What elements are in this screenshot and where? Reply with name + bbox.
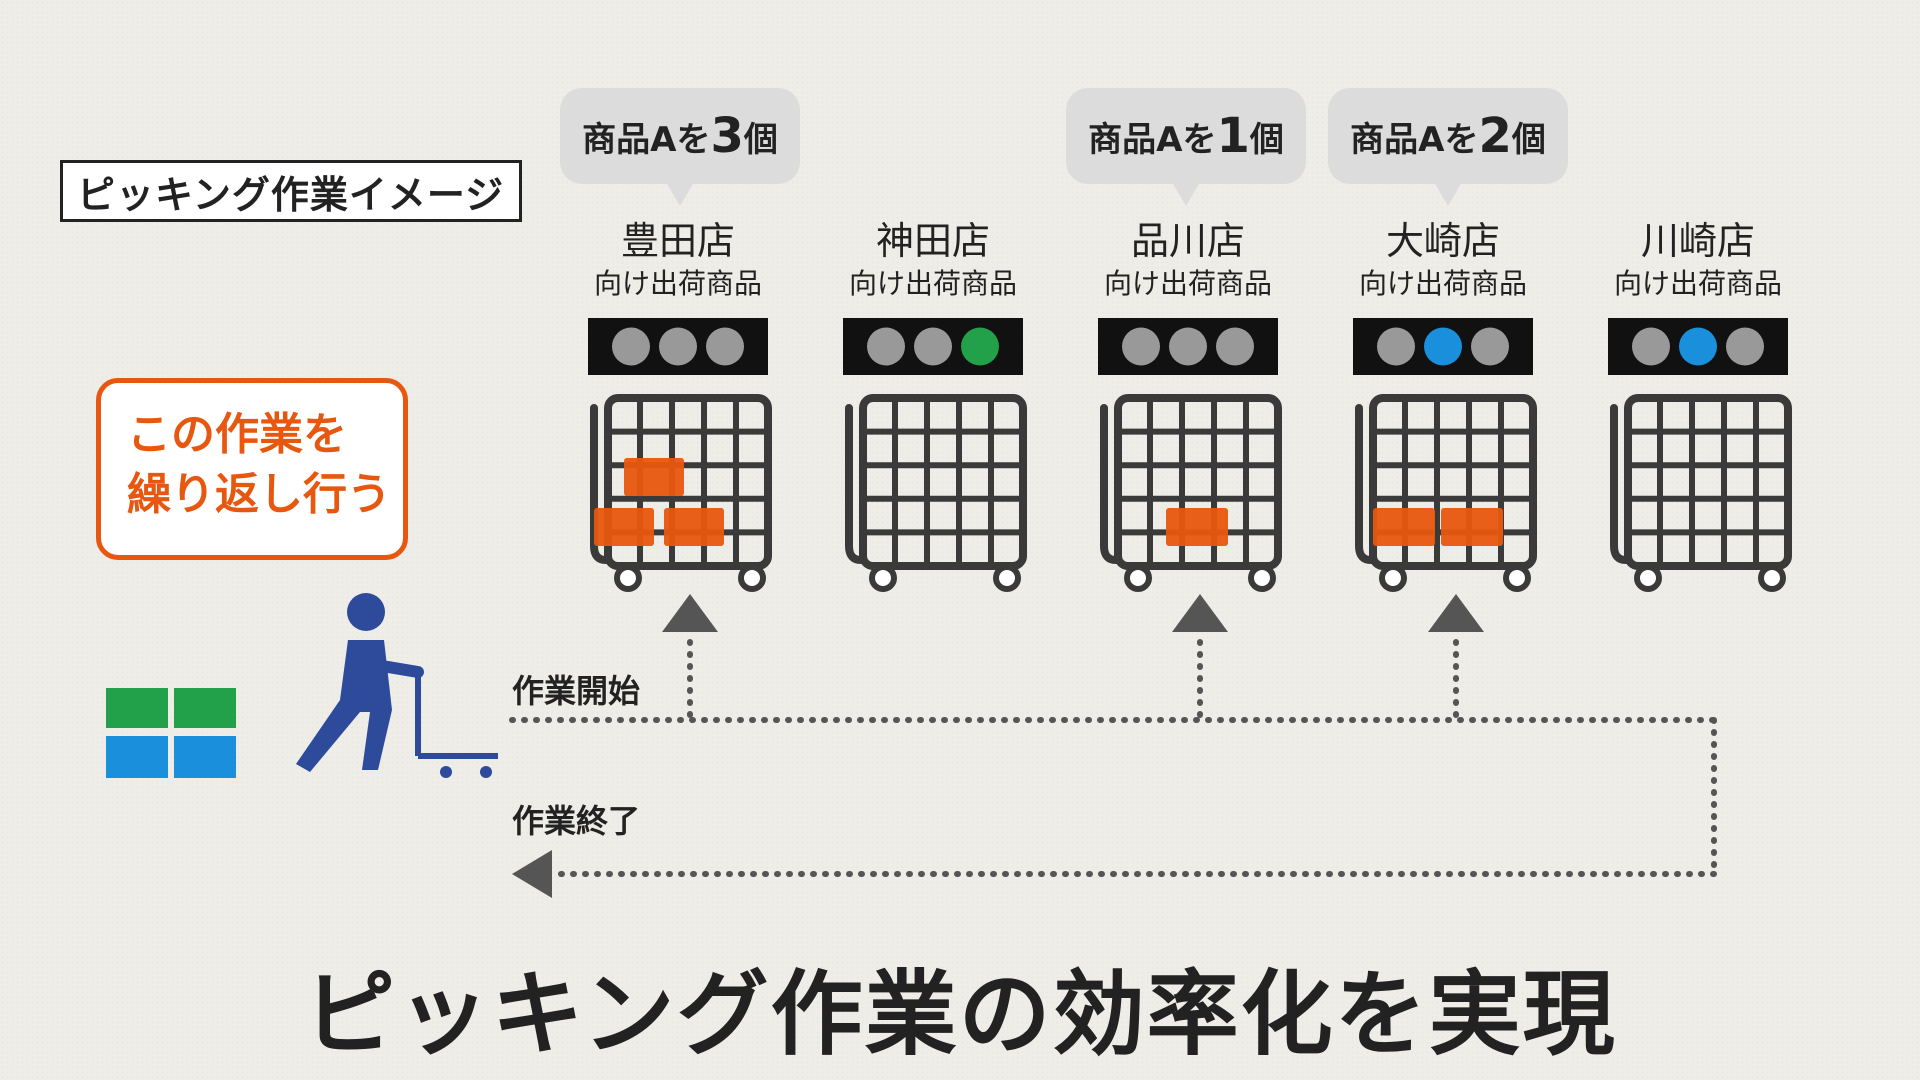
diagram-label: ピッキング作業イメージ (60, 160, 522, 222)
up-arrow-toyoda (662, 594, 718, 632)
indicator-light (1632, 327, 1670, 366)
stock-box-blue (106, 736, 168, 778)
indicator-light (612, 327, 650, 366)
product-box (594, 508, 654, 546)
cart-frame (1624, 394, 1792, 570)
indicator-light (1424, 327, 1462, 366)
bubble-prefix: 商品Aを (1088, 119, 1217, 160)
store-name: 大崎店 (1385, 219, 1500, 263)
store-name: 神田店 (875, 219, 990, 263)
store-subtitle: 向け出荷商品 (593, 267, 762, 300)
cart-wheel (1124, 564, 1152, 592)
bubble-quantity: 1 (1216, 108, 1250, 164)
cart-kanda (843, 318, 1027, 592)
repeat-note-line1: この作業を (127, 409, 347, 460)
product-box (664, 508, 724, 546)
indicator-light (1169, 327, 1207, 366)
store-subtitle: 向け出荷商品 (1103, 267, 1272, 300)
product-box (624, 458, 684, 496)
stock-box-green (174, 688, 236, 728)
indicator-light (914, 327, 952, 366)
carts-group (588, 318, 1792, 592)
store-name: 川崎店 (1640, 219, 1755, 263)
cart-wheel (1248, 564, 1276, 592)
flow-end-label: 作業終了 (512, 802, 641, 840)
bubble-quantity: 2 (1478, 108, 1512, 164)
store-name: 品川店 (1130, 219, 1245, 263)
bubble-suffix: 個 (1511, 119, 1546, 160)
store-toyoda: 豊田店 向け出荷商品 (563, 218, 793, 304)
bubble-suffix: 個 (743, 119, 778, 160)
bubble-prefix: 商品Aを (582, 119, 711, 160)
cart-wheel (614, 564, 642, 592)
bubble-suffix: 個 (1249, 119, 1284, 160)
cart-kawasaki (1608, 318, 1792, 592)
store-name: 豊田店 (620, 219, 735, 263)
cart-osaki (1353, 318, 1537, 592)
cart-wheel (993, 564, 1021, 592)
stock-box-green (106, 688, 168, 728)
indicator-light (1377, 327, 1415, 366)
flow-start-label: 作業開始 (512, 672, 641, 710)
store-subtitle: 向け出荷商品 (1613, 267, 1782, 300)
up-arrow-shinagawa (1172, 594, 1228, 632)
cart-shinagawa (1098, 318, 1282, 592)
stock-box-blue (174, 736, 236, 778)
product-box (1373, 508, 1435, 546)
indicator-light (867, 327, 905, 366)
indicator-light (659, 327, 697, 366)
cart-handle (1610, 404, 1630, 564)
product-box (1166, 508, 1228, 546)
bubble-quantity: 3 (710, 108, 744, 164)
product-box (1441, 508, 1503, 546)
indicator-light (1726, 327, 1764, 366)
store-osaki: 大崎店 向け出荷商品 (1328, 218, 1558, 304)
repeat-note: この作業を 繰り返し行う (96, 378, 408, 560)
store-kawasaki: 川崎店 向け出荷商品 (1583, 218, 1813, 304)
indicator-light (961, 327, 999, 366)
repeat-note-line2: 繰り返し行う (127, 469, 391, 520)
return-arrow (512, 850, 552, 898)
cart-handle (1100, 404, 1120, 564)
cart-wheel (1379, 564, 1407, 592)
cart-toyoda (588, 318, 772, 592)
cart-frame (604, 394, 772, 570)
cart-frame (1114, 394, 1282, 570)
indicator-light (706, 327, 744, 366)
headline: ピッキング作業の効率化を実現 (303, 961, 1617, 1068)
store-kanda: 神田店 向け出荷商品 (818, 218, 1048, 304)
store-subtitle: 向け出荷商品 (1358, 267, 1527, 300)
indicator-light (1471, 327, 1509, 366)
cart-frame (1369, 394, 1537, 570)
indicator-light (1122, 327, 1160, 366)
cart-wheel (1634, 564, 1662, 592)
indicator-light (1679, 327, 1717, 366)
cart-wheel (1758, 564, 1786, 592)
indicator-light (1216, 327, 1254, 366)
store-subtitle: 向け出荷商品 (848, 267, 1017, 300)
flow-lines (509, 639, 1717, 877)
cart-wheel (869, 564, 897, 592)
cart-frame (859, 394, 1027, 570)
cart-handle (845, 404, 865, 564)
cart-wheel (1503, 564, 1531, 592)
bubble-prefix: 商品Aを (1350, 119, 1479, 160)
cart-wheel (738, 564, 766, 592)
store-shinagawa: 品川店 向け出荷商品 (1073, 218, 1303, 304)
cart-handle (1355, 404, 1375, 564)
up-arrow-osaki (1428, 594, 1484, 632)
worker-icon (296, 593, 498, 778)
cart-handle (590, 404, 610, 564)
